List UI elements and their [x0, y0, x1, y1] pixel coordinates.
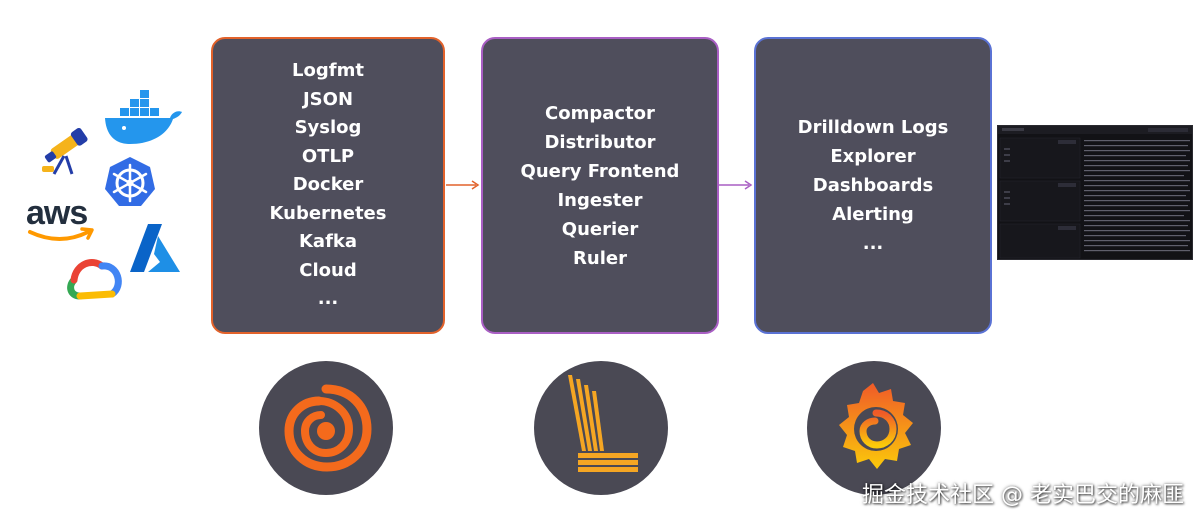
loki-item-query-frontend: Query Frontend: [520, 160, 680, 182]
grafana-item-explorer: Explorer: [830, 146, 916, 167]
grafana-screenshot-thumbnail: [997, 125, 1193, 260]
source-item-syslog: Syslog: [294, 117, 362, 139]
source-item-docker: Docker: [292, 174, 364, 196]
source-item-cloud: Cloud: [299, 259, 357, 281]
arrow-loki-to-grafana: [719, 180, 753, 190]
loki-item-ruler: Ruler: [573, 247, 627, 269]
grafana-item-drilldown-logs: Drilldown Logs: [797, 117, 949, 138]
kubernetes-icon: [105, 157, 155, 206]
aws-logo: aws: [26, 194, 98, 250]
aws-logo-text: aws: [26, 194, 88, 232]
loki-item-distributor: Distributor: [544, 131, 656, 153]
grafana-logo: [807, 361, 941, 495]
source-item-otlp: OTLP: [301, 145, 355, 167]
telescope-icon: [42, 127, 88, 175]
docker-whale-icon: [105, 90, 182, 144]
alloy-logo: [259, 361, 393, 495]
source-item-ellipsis: ...: [317, 288, 339, 310]
google-cloud-icon: [67, 259, 122, 300]
source-item-json: JSON: [302, 88, 354, 110]
source-item-kubernetes: Kubernetes: [269, 202, 387, 224]
log-sources-box: Logfmt JSON Syslog OTLP Docker Kubernete…: [211, 37, 445, 334]
source-item-kafka: Kafka: [298, 231, 358, 253]
grafana-features-box: Drilldown Logs Explorer Dashboards Alert…: [754, 37, 992, 334]
source-item-logfmt: Logfmt: [292, 60, 364, 82]
grafana-item-alerting: Alerting: [832, 204, 914, 225]
grafana-item-dashboards: Dashboards: [812, 175, 934, 196]
arrow-sources-to-loki: [446, 180, 480, 190]
loki-logo: [534, 361, 668, 495]
grafana-item-ellipsis: ...: [862, 233, 884, 254]
loki-item-querier: Querier: [561, 218, 639, 240]
azure-logo: [130, 224, 180, 272]
watermark: 掘金技术社区 @ 老实巴交的麻匪: [862, 483, 1184, 508]
loki-item-ingester: Ingester: [557, 189, 643, 211]
loki-item-compactor: Compactor: [545, 102, 655, 124]
loki-components-box: Compactor Distributor Query Frontend Ing…: [481, 37, 719, 334]
